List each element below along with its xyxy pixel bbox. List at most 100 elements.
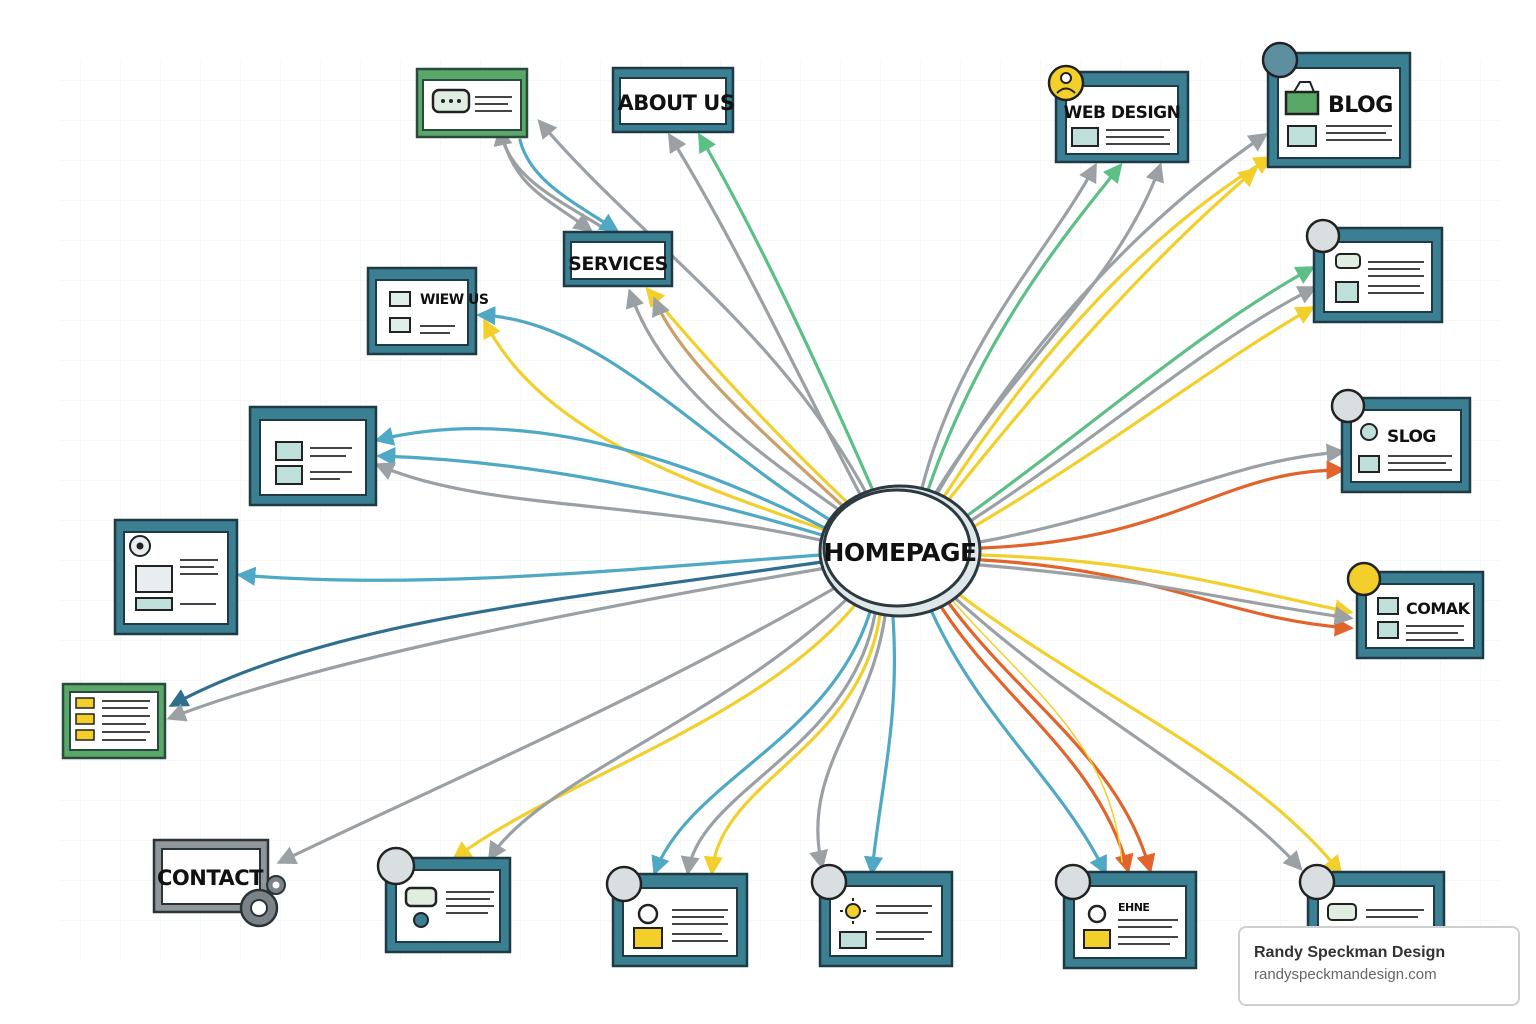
connector — [933, 162, 1164, 496]
mail-icon — [1358, 455, 1380, 473]
list-icon — [75, 697, 95, 741]
page-bottom-4-label: EHNE — [1118, 901, 1149, 914]
node-page-bottom-1[interactable] — [376, 846, 512, 954]
gears-icon — [239, 875, 286, 928]
connector — [451, 603, 857, 861]
document-icon — [1346, 561, 1382, 597]
badge-icon — [1298, 863, 1336, 901]
connector — [970, 286, 1318, 522]
database-icon — [389, 291, 411, 333]
connector — [938, 603, 1134, 874]
connector-layer — [166, 119, 1354, 876]
node-page-left-3[interactable] — [61, 682, 167, 760]
connector — [698, 132, 877, 497]
node-view-us[interactable]: WIEW US — [366, 266, 489, 356]
bag-icon — [1377, 597, 1399, 615]
connector — [926, 163, 1123, 492]
connector — [374, 462, 822, 542]
credit-name: Randy Speckman Design — [1254, 944, 1446, 961]
connector — [503, 143, 594, 233]
badge-icon — [376, 846, 416, 886]
chat-bubble-icon — [1335, 253, 1361, 269]
connector — [276, 583, 842, 864]
connector — [652, 296, 847, 510]
homepage-label: HOMEPAGE — [823, 538, 976, 567]
node-blog[interactable]: BLOG — [1261, 41, 1412, 169]
mail-icon — [1287, 125, 1317, 147]
chat-bubble-icon — [404, 886, 438, 928]
about-us-label: ABOUT US — [618, 91, 735, 115]
view-us-label: WIEW US — [420, 292, 489, 308]
layout-icon — [1071, 127, 1099, 147]
node-contact[interactable]: CONTACT — [152, 838, 286, 928]
connector — [928, 606, 1107, 876]
node-page-bottom-2[interactable] — [605, 865, 749, 968]
user-icon — [1047, 64, 1085, 102]
badge-icon — [1305, 218, 1341, 254]
node-page-right-1[interactable] — [1305, 218, 1444, 324]
gear-icon — [1360, 423, 1378, 441]
node-page-bottom-3[interactable] — [810, 863, 954, 968]
connector — [953, 596, 1303, 871]
node-services[interactable]: SERVICES — [562, 230, 674, 288]
slog-label: SLOG — [1387, 427, 1436, 447]
connector — [920, 162, 1097, 490]
connector — [166, 566, 828, 722]
node-about-us[interactable]: ABOUT US — [611, 66, 735, 134]
comak-label: COMAK — [1406, 599, 1471, 618]
grid-background — [60, 60, 1500, 960]
node-comak[interactable]: COMAK — [1346, 561, 1485, 660]
credit-box: Randy Speckman Design randyspeckmandesig… — [1238, 926, 1520, 1006]
gear-icon — [129, 535, 151, 557]
connector — [667, 132, 864, 500]
connector — [980, 558, 1354, 637]
connector — [703, 613, 882, 876]
connector — [966, 266, 1316, 517]
connector — [948, 167, 1258, 500]
mail-icon — [1377, 621, 1399, 639]
connector — [951, 599, 1123, 863]
node-page-left-2[interactable] — [113, 518, 239, 636]
connector — [236, 553, 822, 586]
connector — [476, 306, 832, 522]
connector — [863, 616, 897, 876]
connector — [518, 138, 620, 233]
connector — [980, 460, 1346, 550]
web-design-label: WEB DESIGN — [1064, 103, 1181, 123]
connector — [978, 443, 1346, 544]
connector — [680, 612, 877, 876]
chat-bubble-icon — [1327, 903, 1357, 921]
connector — [376, 446, 824, 537]
node-web-design[interactable]: WEB DESIGN — [1047, 64, 1190, 164]
badge-icon — [1330, 388, 1366, 424]
connector — [625, 288, 844, 514]
connector — [958, 593, 1343, 875]
user-icon — [633, 903, 663, 949]
node-page-left-1[interactable] — [248, 405, 378, 507]
badge-icon — [1054, 863, 1092, 901]
connector — [946, 600, 1156, 874]
services-label: SERVICES — [568, 253, 668, 275]
contact-label: CONTACT — [157, 866, 264, 890]
layout-icon — [275, 441, 303, 485]
bag-icon — [1284, 81, 1320, 116]
blog-label: BLOG — [1328, 93, 1393, 118]
connector — [168, 560, 824, 707]
sun-icon — [840, 898, 866, 924]
mail-icon — [839, 931, 867, 949]
badge-icon — [605, 865, 643, 903]
connector — [973, 306, 1316, 528]
node-page-bottom-4[interactable]: EHNE — [1054, 863, 1198, 970]
node-slog[interactable]: SLOG — [1330, 388, 1472, 494]
connector — [374, 427, 827, 530]
badge-icon — [1261, 41, 1299, 79]
connector — [943, 156, 1274, 497]
homepage-node[interactable]: HOMEPAGE — [818, 484, 982, 618]
connector — [809, 614, 887, 870]
chat-bubble-icon — [431, 88, 471, 114]
credit-url[interactable]: randyspeckmandesign.com — [1254, 966, 1437, 983]
node-chat-card[interactable] — [415, 67, 529, 139]
connector — [487, 596, 850, 862]
connector — [978, 553, 1354, 619]
